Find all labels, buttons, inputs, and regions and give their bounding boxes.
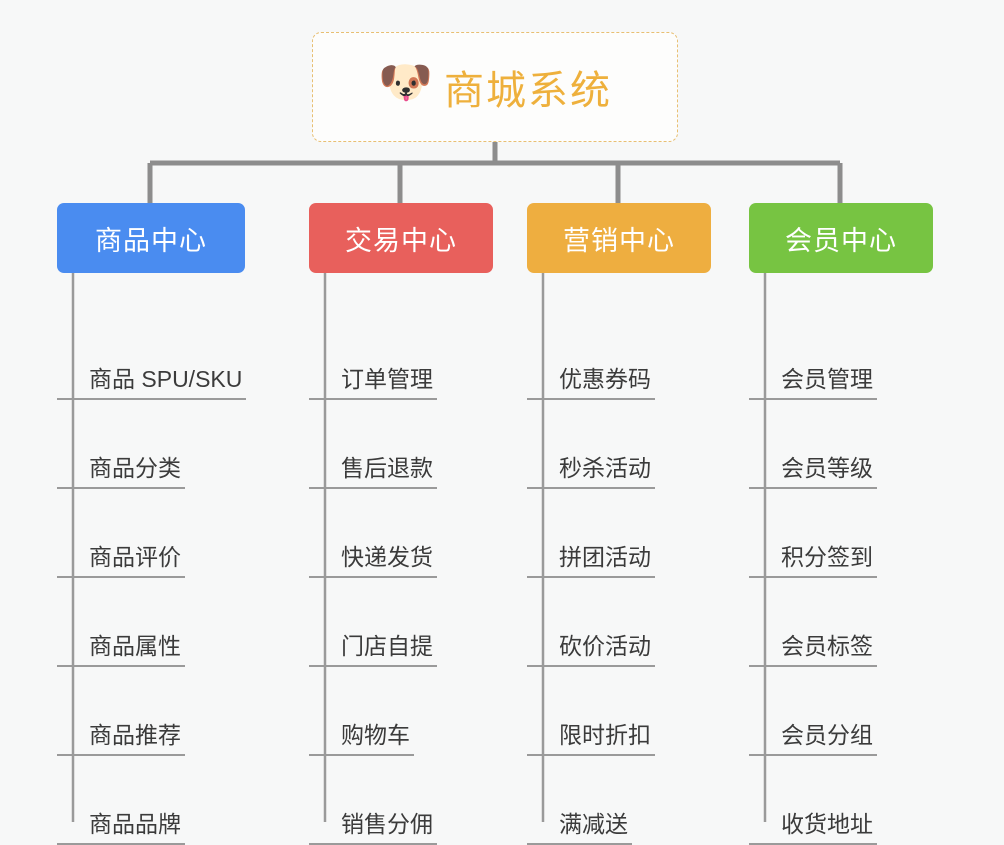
leaf-label: 收货地址 xyxy=(749,811,877,845)
leaf-item[interactable]: 收货地址 xyxy=(749,756,933,845)
branch-header-2[interactable]: 交易中心 xyxy=(309,203,493,273)
leaf-label: 会员等级 xyxy=(749,455,877,489)
leaf-label: 售后退款 xyxy=(309,455,437,489)
leaf-label: 拼团活动 xyxy=(527,544,655,578)
shiba-dog-face-icon: 🐶 xyxy=(378,58,433,107)
leaf-label: 商品属性 xyxy=(57,633,185,667)
branch-column-3: 营销中心 优惠券码 秒杀活动 拼团活动 砍价活动 限时折扣 满减送 xyxy=(527,203,711,845)
leaf-item[interactable]: 砍价活动 xyxy=(527,578,711,667)
leaf-list-2: 订单管理 售后退款 快递发货 门店自提 购物车 销售分佣 xyxy=(309,311,493,845)
leaf-list-3: 优惠券码 秒杀活动 拼团活动 砍价活动 限时折扣 满减送 xyxy=(527,311,711,845)
branch-header-4[interactable]: 会员中心 xyxy=(749,203,933,273)
leaf-label: 会员管理 xyxy=(749,366,877,400)
leaf-label: 秒杀活动 xyxy=(527,455,655,489)
leaf-item[interactable]: 商品分类 xyxy=(57,400,245,489)
leaf-list-4: 会员管理 会员等级 积分签到 会员标签 会员分组 收货地址 xyxy=(749,311,933,845)
branch-header-1[interactable]: 商品中心 xyxy=(57,203,245,273)
leaf-label: 会员分组 xyxy=(749,722,877,756)
leaf-label: 优惠券码 xyxy=(527,366,655,400)
leaf-item[interactable]: 商品评价 xyxy=(57,489,245,578)
leaf-label: 商品分类 xyxy=(57,455,185,489)
leaf-item[interactable]: 秒杀活动 xyxy=(527,400,711,489)
leaf-item[interactable]: 订单管理 xyxy=(309,311,493,400)
leaf-item[interactable]: 快递发货 xyxy=(309,489,493,578)
branch-header-label-1: 商品中心 xyxy=(95,225,207,256)
leaf-label: 满减送 xyxy=(527,811,632,845)
root-node[interactable]: 🐶 商城系统 xyxy=(312,32,678,142)
leaf-item[interactable]: 优惠券码 xyxy=(527,311,711,400)
leaf-item[interactable]: 销售分佣 xyxy=(309,756,493,845)
leaf-item[interactable]: 满减送 xyxy=(527,756,711,845)
branch-header-3[interactable]: 营销中心 xyxy=(527,203,711,273)
leaf-label: 快递发货 xyxy=(309,544,437,578)
root-title: 商城系统 xyxy=(444,69,612,113)
branch-header-label-2: 交易中心 xyxy=(345,225,457,256)
leaf-item[interactable]: 门店自提 xyxy=(309,578,493,667)
leaf-list-1: 商品 SPU/SKU 商品分类 商品评价 商品属性 商品推荐 商品品牌 xyxy=(57,311,247,845)
leaf-label: 商品品牌 xyxy=(57,811,185,845)
leaf-label: 门店自提 xyxy=(309,633,437,667)
leaf-item[interactable]: 会员等级 xyxy=(749,400,933,489)
leaf-label: 订单管理 xyxy=(309,366,437,400)
leaf-label: 积分签到 xyxy=(749,544,877,578)
leaf-item[interactable]: 会员管理 xyxy=(749,311,933,400)
leaf-item[interactable]: 会员分组 xyxy=(749,667,933,756)
leaf-item[interactable]: 会员标签 xyxy=(749,578,933,667)
leaf-item[interactable]: 商品推荐 xyxy=(57,667,245,756)
leaf-item[interactable]: 拼团活动 xyxy=(527,489,711,578)
leaf-item[interactable]: 积分签到 xyxy=(749,489,933,578)
leaf-item[interactable]: 购物车 xyxy=(309,667,493,756)
leaf-label: 砍价活动 xyxy=(527,633,655,667)
branch-column-1: 商品中心 商品 SPU/SKU 商品分类 商品评价 商品属性 商品推荐 商品品牌 xyxy=(57,203,247,845)
branch-column-4: 会员中心 会员管理 会员等级 积分签到 会员标签 会员分组 收货地址 xyxy=(749,203,933,845)
branch-column-2: 交易中心 订单管理 售后退款 快递发货 门店自提 购物车 销售分佣 xyxy=(309,203,493,845)
leaf-item[interactable]: 限时折扣 xyxy=(527,667,711,756)
leaf-item[interactable]: 售后退款 xyxy=(309,400,493,489)
branch-header-label-4: 会员中心 xyxy=(785,225,897,256)
leaf-label: 限时折扣 xyxy=(527,722,655,756)
leaf-label: 商品评价 xyxy=(57,544,185,578)
leaf-item[interactable]: 商品属性 xyxy=(57,578,245,667)
leaf-label: 商品推荐 xyxy=(57,722,185,756)
leaf-label: 商品 SPU/SKU xyxy=(57,366,247,400)
leaf-label: 会员标签 xyxy=(749,633,877,667)
leaf-label: 销售分佣 xyxy=(309,811,437,845)
leaf-item[interactable]: 商品品牌 xyxy=(57,756,245,845)
leaf-label: 购物车 xyxy=(309,722,414,756)
branch-header-label-3: 营销中心 xyxy=(563,225,675,256)
leaf-item[interactable]: 商品 SPU/SKU xyxy=(57,311,247,400)
